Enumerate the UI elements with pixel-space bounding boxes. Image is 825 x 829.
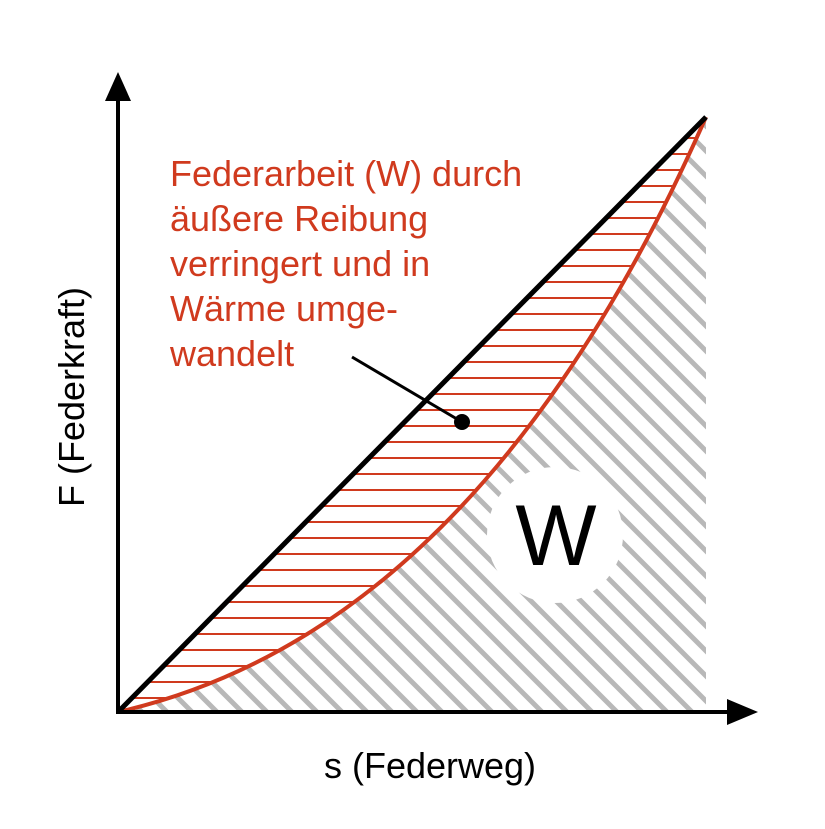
x-axis-label: s (Federweg) <box>324 745 536 786</box>
hatch-line <box>703 117 706 712</box>
hatch-line <box>118 117 297 712</box>
work-area-label: W <box>515 488 596 584</box>
y-axis-arrow <box>105 72 131 101</box>
hatch-line <box>578 117 706 712</box>
hatch-line <box>118 117 422 712</box>
hatch-line <box>628 117 706 712</box>
hatch-line <box>730 100 825 740</box>
hatch-line <box>118 117 247 712</box>
hatch-line <box>780 100 825 740</box>
y-axis-label: F (Federkraft) <box>51 287 92 507</box>
hatch-line <box>253 117 706 712</box>
annotation-line: Wärme umge- <box>170 288 398 329</box>
annotation-pointer <box>351 355 463 424</box>
hatch-line <box>118 117 272 712</box>
hatch-line <box>755 100 825 740</box>
hatch-line <box>303 117 706 712</box>
work-label-background <box>487 467 623 603</box>
annotation-line: wandelt <box>169 333 294 374</box>
annotation-line: äußere Reibung <box>170 198 428 239</box>
loading-line <box>116 115 708 714</box>
annotation-text: Federarbeit (W) durch äußere Reibung ver… <box>169 153 532 374</box>
hatch-line <box>453 117 706 712</box>
work-area-hatching <box>118 100 825 740</box>
hatch-line <box>118 117 197 712</box>
hatch-line <box>603 117 706 712</box>
hatch-line <box>653 117 706 712</box>
x-axis-arrow <box>727 699 758 725</box>
hatch-line <box>805 100 825 740</box>
hatch-line <box>118 117 622 712</box>
unloading-curve <box>117 116 708 714</box>
hatch-line <box>118 117 322 712</box>
annotation-line: Federarbeit (W) durch <box>170 153 522 194</box>
annotation-dot <box>454 414 470 430</box>
annotation-line: verringert und in <box>170 243 430 284</box>
